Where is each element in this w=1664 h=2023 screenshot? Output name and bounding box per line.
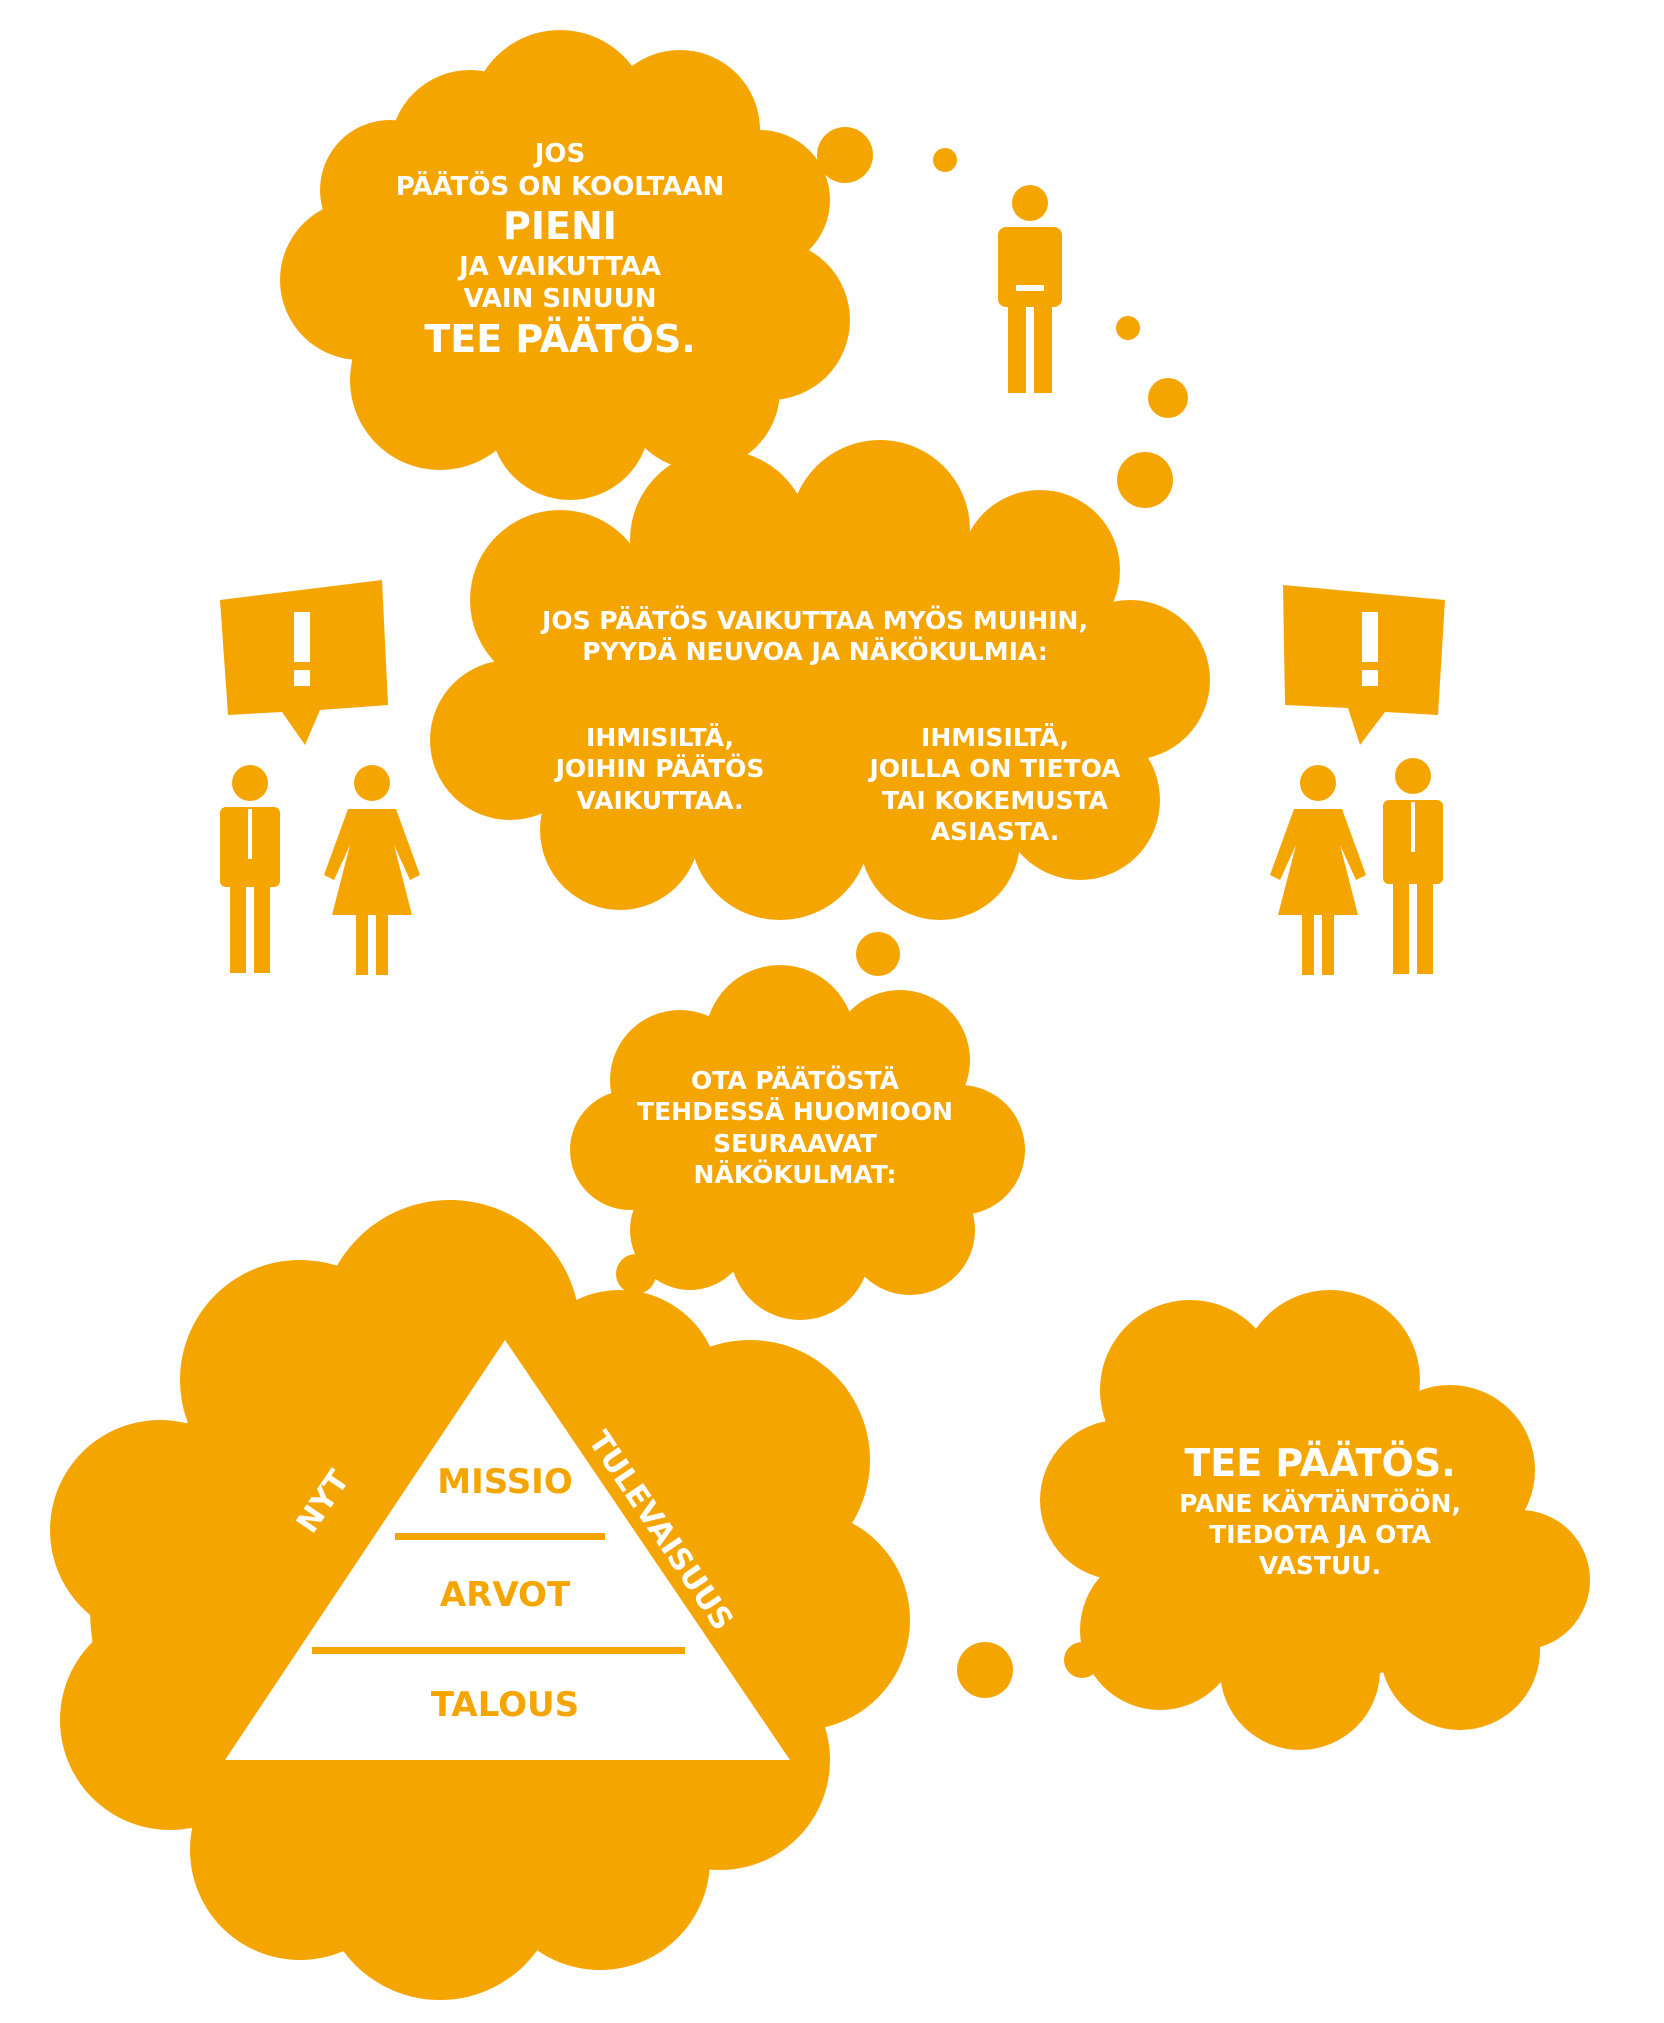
thought-dot	[1116, 316, 1140, 340]
thought-dot	[957, 1642, 1013, 1698]
cloud3-line3: SEURAAVAT	[713, 1128, 877, 1158]
cloud-small-decision	[280, 30, 850, 500]
cloud1-line4: VAIN SINUUN	[463, 284, 657, 314]
cloud2-right1: IHMISILTÄ,	[921, 723, 1069, 752]
cloud1-line1: JOS	[534, 139, 586, 169]
cloud-ask-advice	[430, 440, 1210, 920]
cloud1-line2: PÄÄTÖS ON KOOLTAAN	[395, 171, 725, 202]
thought-dot	[616, 1254, 656, 1294]
cloud-small-decision-text: JOS PÄÄTÖS ON KOOLTAAN PIENI JA VAIKUTTA…	[380, 138, 740, 363]
pyramid-middle-label: ARVOT	[439, 1575, 571, 1615]
cloud3-line1: OTA PÄÄTÖSTÄ	[691, 1066, 899, 1095]
person-man-icon	[220, 765, 280, 973]
exclamation-bubble-icon	[1283, 585, 1445, 745]
cloud1-action: TEE PÄÄTÖS.	[424, 316, 696, 361]
cloud3-line4: NÄKÖKULMAT:	[693, 1159, 897, 1189]
cloud-ask-advice-left: IHMISILTÄ, JOIHIN PÄÄTÖS VAIKUTTAA.	[530, 722, 790, 816]
cloud-ask-advice-right: IHMISILTÄ, JOILLA ON TIETOA TAI KOKEMUST…	[845, 722, 1145, 847]
pyramid-bottom-label: TALOUS	[430, 1685, 580, 1725]
cloud2-right3: TAI KOKEMUSTA	[881, 785, 1109, 815]
cloud2-right2: JOILLA ON TIETOA	[869, 754, 1121, 784]
thought-dot	[1117, 452, 1173, 508]
person-man-icon	[1383, 758, 1443, 974]
thought-dot	[1148, 378, 1188, 418]
pyramid-top-label: MISSIO	[437, 1462, 573, 1502]
cloud-consider	[570, 965, 1025, 1320]
cloud-consider-text: OTA PÄÄTÖSTÄ TEHDESSÄ HUOMIOON SEURAAVAT…	[630, 1065, 960, 1190]
pyramid-divider	[395, 1533, 605, 1540]
thought-dot	[856, 932, 900, 976]
cloud2-left1: IHMISILTÄ,	[586, 723, 734, 752]
pyramid-divider	[312, 1647, 685, 1654]
cloud2-right4: ASIASTA.	[930, 816, 1060, 846]
cloud-ask-advice-intro: JOS PÄÄTÖS VAIKUTTAA MYÖS MUIHIN, PYYDÄ …	[510, 605, 1120, 668]
thought-dot	[933, 148, 957, 172]
pyramid	[225, 1340, 790, 1760]
person-woman-icon	[1270, 765, 1366, 975]
exclamation-bubble-icon	[220, 580, 388, 745]
cloud2-left3: VAIKUTTAA.	[576, 785, 744, 815]
cloud-make-decision-text: TEE PÄÄTÖS. PANE KÄYTÄNTÖÖN, TIEDOTA JA …	[1140, 1440, 1500, 1581]
cloud5-line2: TIEDOTA JA OTA	[1209, 1519, 1431, 1549]
cloud2-intro2: PYYDÄ NEUVOA JA NÄKÖKULMIA:	[582, 637, 1048, 667]
cloud5-line1: PANE KÄYTÄNTÖÖN,	[1179, 1488, 1461, 1518]
thought-dot	[817, 127, 873, 183]
cloud3-line2: TEHDESSÄ HUOMIOON	[637, 1097, 953, 1127]
cloud5-line3: VASTUU.	[1258, 1551, 1382, 1580]
cloud2-left2: JOIHIN PÄÄTÖS	[555, 754, 765, 784]
cloud1-big: PIENI	[503, 204, 617, 248]
cloud5-big: TEE PÄÄTÖS.	[1184, 1441, 1456, 1485]
person-icon	[998, 185, 1062, 393]
cloud1-line3: JA VAIKUTTAA	[458, 251, 662, 282]
person-woman-icon	[324, 765, 420, 975]
cloud2-intro1: JOS PÄÄTÖS VAIKUTTAA MYÖS MUIHIN,	[542, 606, 1088, 635]
cloud-make-decision	[1040, 1290, 1590, 1750]
